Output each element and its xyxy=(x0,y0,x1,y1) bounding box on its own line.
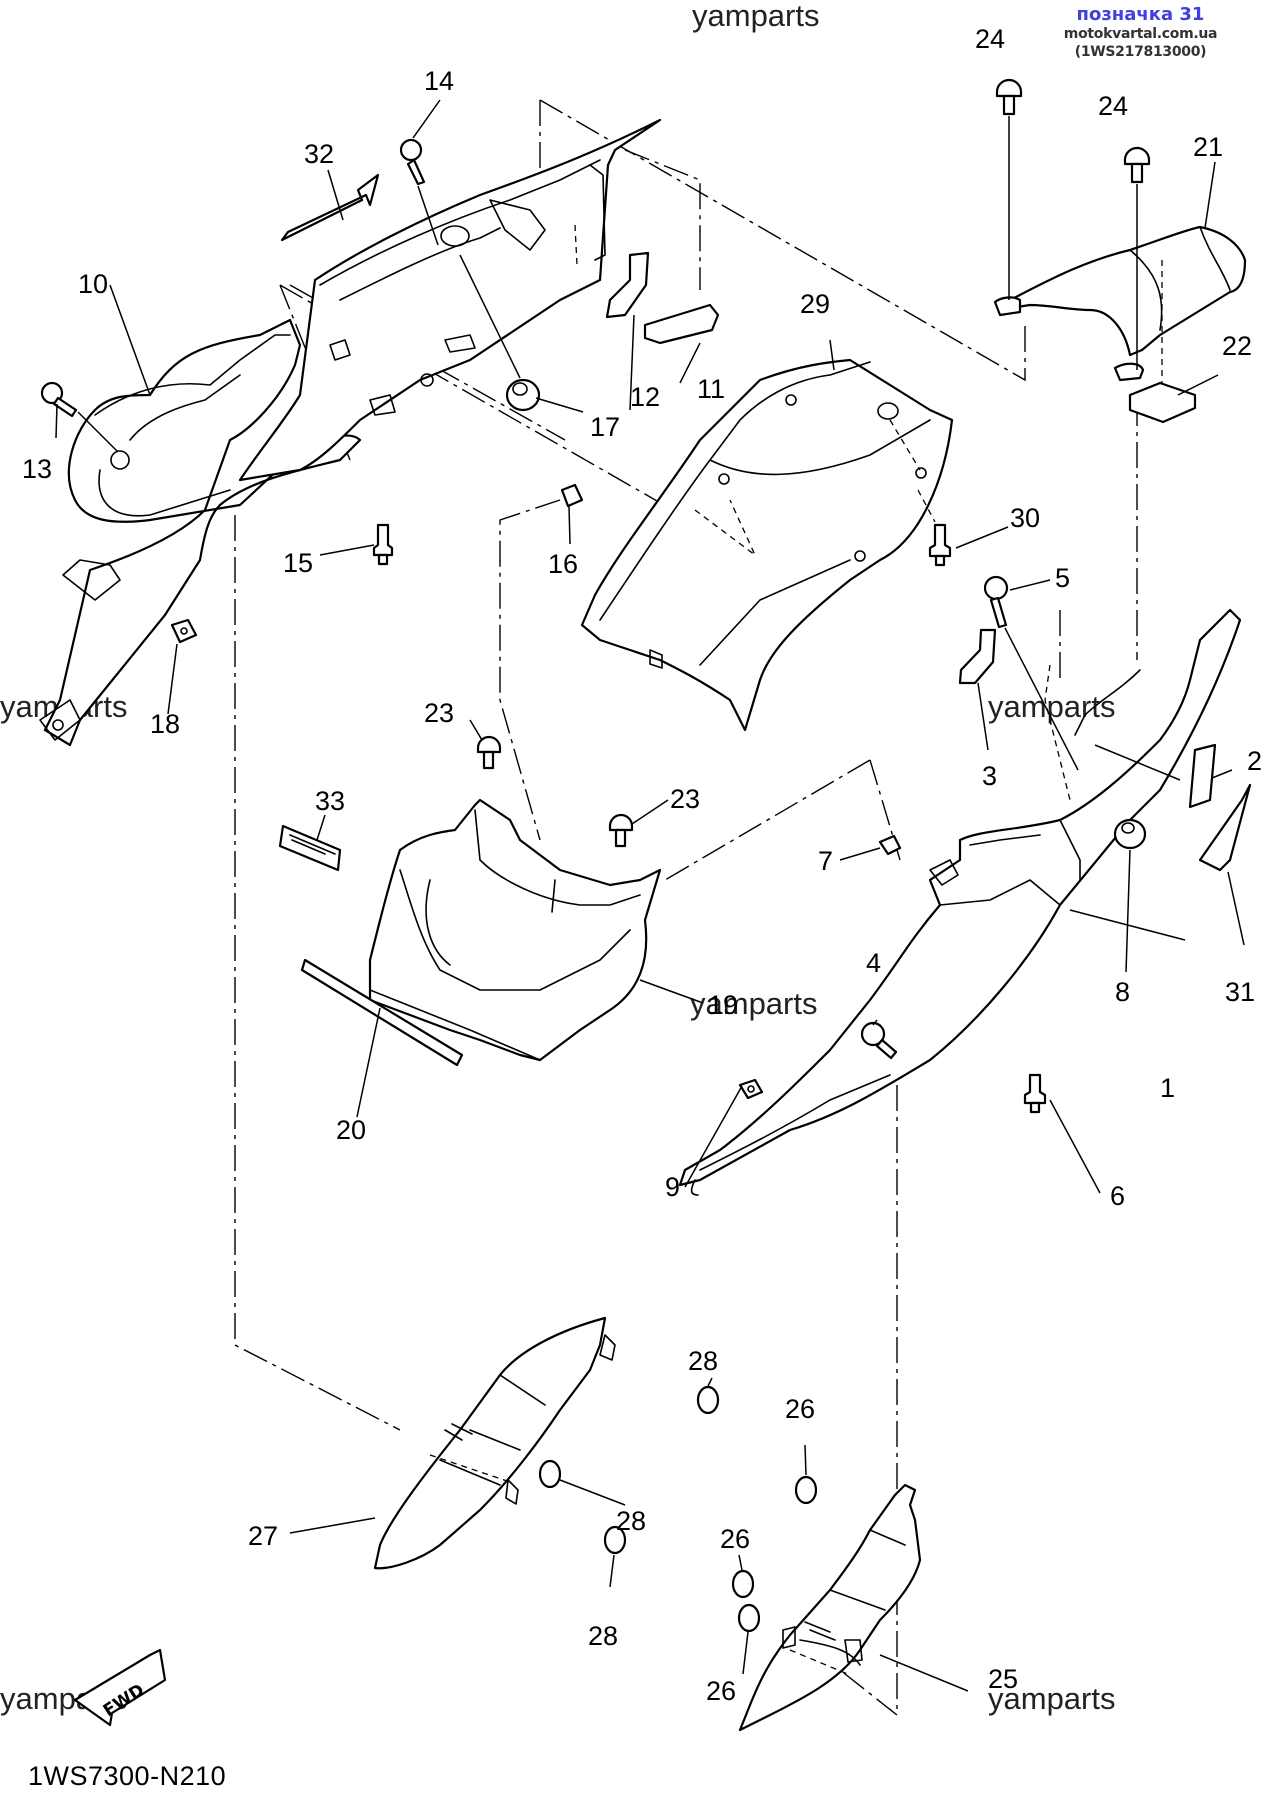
callout-13[interactable]: 13 xyxy=(22,454,52,484)
part-25-lower-cover[interactable] xyxy=(738,1483,922,1732)
callout-31[interactable]: 31 xyxy=(1225,977,1255,1007)
part-19-lower-cover[interactable] xyxy=(368,798,662,1062)
fwd-arrow-icon: FWD xyxy=(73,1648,167,1727)
badge-title: позначка 31 xyxy=(1076,4,1205,25)
diagram-code: 1WS7300-N210 xyxy=(28,1761,227,1791)
callout-8[interactable]: 8 xyxy=(1115,977,1130,1007)
part-8-grommet[interactable] xyxy=(1113,818,1147,850)
upper-panel-assembly[interactable] xyxy=(238,118,662,482)
part-10-side-cowling-left[interactable] xyxy=(39,318,362,747)
part-33-emblem[interactable] xyxy=(278,824,342,872)
part-7-nut[interactable] xyxy=(878,834,902,856)
part-32-arrow-decal[interactable] xyxy=(280,173,380,242)
callout-20[interactable]: 20 xyxy=(336,1115,366,1145)
part-6-rivet[interactable] xyxy=(1023,1073,1047,1114)
callout-24b[interactable]: 24 xyxy=(1098,91,1128,121)
part-31-emblem[interactable] xyxy=(1198,783,1252,872)
part-17-grommet[interactable] xyxy=(505,378,541,412)
part-20-strip[interactable] xyxy=(300,958,464,1067)
part-27-lower-cover[interactable] xyxy=(373,1316,616,1570)
part-24a-screw[interactable] xyxy=(995,78,1023,116)
part-28b-clip[interactable] xyxy=(538,1459,562,1489)
part-9-nut[interactable] xyxy=(738,1078,764,1100)
watermark-top: yamparts xyxy=(692,0,819,33)
part-18-nut[interactable] xyxy=(170,618,198,644)
callout-29[interactable]: 29 xyxy=(800,289,830,319)
part-29-center-cover[interactable] xyxy=(580,358,954,732)
callout-4[interactable]: 4 xyxy=(866,948,881,978)
callout-5[interactable]: 5 xyxy=(1055,563,1070,593)
part-28a-clip[interactable] xyxy=(696,1385,720,1415)
callout-26b[interactable]: 26 xyxy=(720,1524,750,1554)
callout-14[interactable]: 14 xyxy=(424,66,454,96)
callout-18[interactable]: 18 xyxy=(150,709,180,739)
callout-27[interactable]: 27 xyxy=(248,1521,278,1551)
part-14-bolt[interactable] xyxy=(399,138,426,186)
callout-28b[interactable]: 28 xyxy=(616,1506,646,1536)
part-12-damper[interactable] xyxy=(605,251,650,319)
callout-17[interactable]: 17 xyxy=(590,412,620,442)
callout-6[interactable]: 6 xyxy=(1110,1181,1125,1211)
callout-28c[interactable]: 28 xyxy=(588,1621,618,1651)
part-24b-screw[interactable] xyxy=(1123,146,1151,184)
part-5-bolt[interactable] xyxy=(983,575,1009,629)
part-3-damper[interactable] xyxy=(958,628,997,685)
callout-2[interactable]: 2 xyxy=(1247,746,1262,776)
callout-7[interactable]: 7 xyxy=(818,846,833,876)
callout-12[interactable]: 12 xyxy=(630,382,660,412)
callout-25[interactable]: 25 xyxy=(988,1664,1018,1694)
callout-22[interactable]: 22 xyxy=(1222,331,1252,361)
callout-33[interactable]: 33 xyxy=(315,786,345,816)
part-30-rivet[interactable] xyxy=(928,523,952,567)
callout-1[interactable]: 1 xyxy=(1160,1073,1175,1103)
watermark-center: yamparts xyxy=(690,986,817,1021)
callout-26a[interactable]: 26 xyxy=(785,1394,815,1424)
part-16-nut[interactable] xyxy=(560,483,584,508)
callout-23a[interactable]: 23 xyxy=(424,698,454,728)
callout-9[interactable]: 9 xyxy=(665,1172,680,1202)
part-26b-clip[interactable] xyxy=(731,1569,755,1599)
callout-23b[interactable]: 23 xyxy=(670,784,700,814)
part-2-pad[interactable] xyxy=(1188,743,1217,809)
callout-24a[interactable]: 24 xyxy=(975,24,1005,54)
part-1-side-cowling-right[interactable] xyxy=(678,608,1242,1196)
part-28c-clip[interactable] xyxy=(603,1525,627,1555)
badge-subtitle: motokvartal.com.ua (1WS217813000) xyxy=(1063,26,1218,60)
callout-16[interactable]: 16 xyxy=(548,549,578,579)
part-23b-screw[interactable] xyxy=(608,813,634,848)
callout-28a[interactable]: 28 xyxy=(688,1346,718,1376)
callout-3[interactable]: 3 xyxy=(982,761,997,791)
callout-11[interactable]: 11 xyxy=(697,374,725,404)
callout-10[interactable]: 10 xyxy=(78,269,108,299)
part-21-cover[interactable] xyxy=(993,225,1247,390)
callout-30[interactable]: 30 xyxy=(1010,503,1040,533)
part-23a-screw[interactable] xyxy=(476,735,502,770)
callout-32[interactable]: 32 xyxy=(304,139,334,169)
part-11-damper[interactable] xyxy=(643,303,720,345)
callout-leaders xyxy=(55,99,1245,1692)
part-22-pad[interactable] xyxy=(1128,381,1197,424)
callout-19[interactable]: 19 xyxy=(708,990,738,1020)
watermark-bottom-right: yamparts xyxy=(988,1681,1115,1716)
part-26c-clip[interactable] xyxy=(737,1603,761,1633)
source-badge: позначка 31 motokvartal.com.ua (1WS21781… xyxy=(1003,5,1278,61)
part-4-bolt[interactable] xyxy=(860,1021,898,1060)
callout-15[interactable]: 15 xyxy=(283,548,313,578)
part-26a-clip[interactable] xyxy=(794,1475,818,1505)
part-15-rivet[interactable] xyxy=(372,523,394,566)
callout-26c[interactable]: 26 xyxy=(706,1676,736,1706)
callout-21[interactable]: 21 xyxy=(1193,132,1223,162)
part-13-bolt[interactable] xyxy=(40,381,78,418)
